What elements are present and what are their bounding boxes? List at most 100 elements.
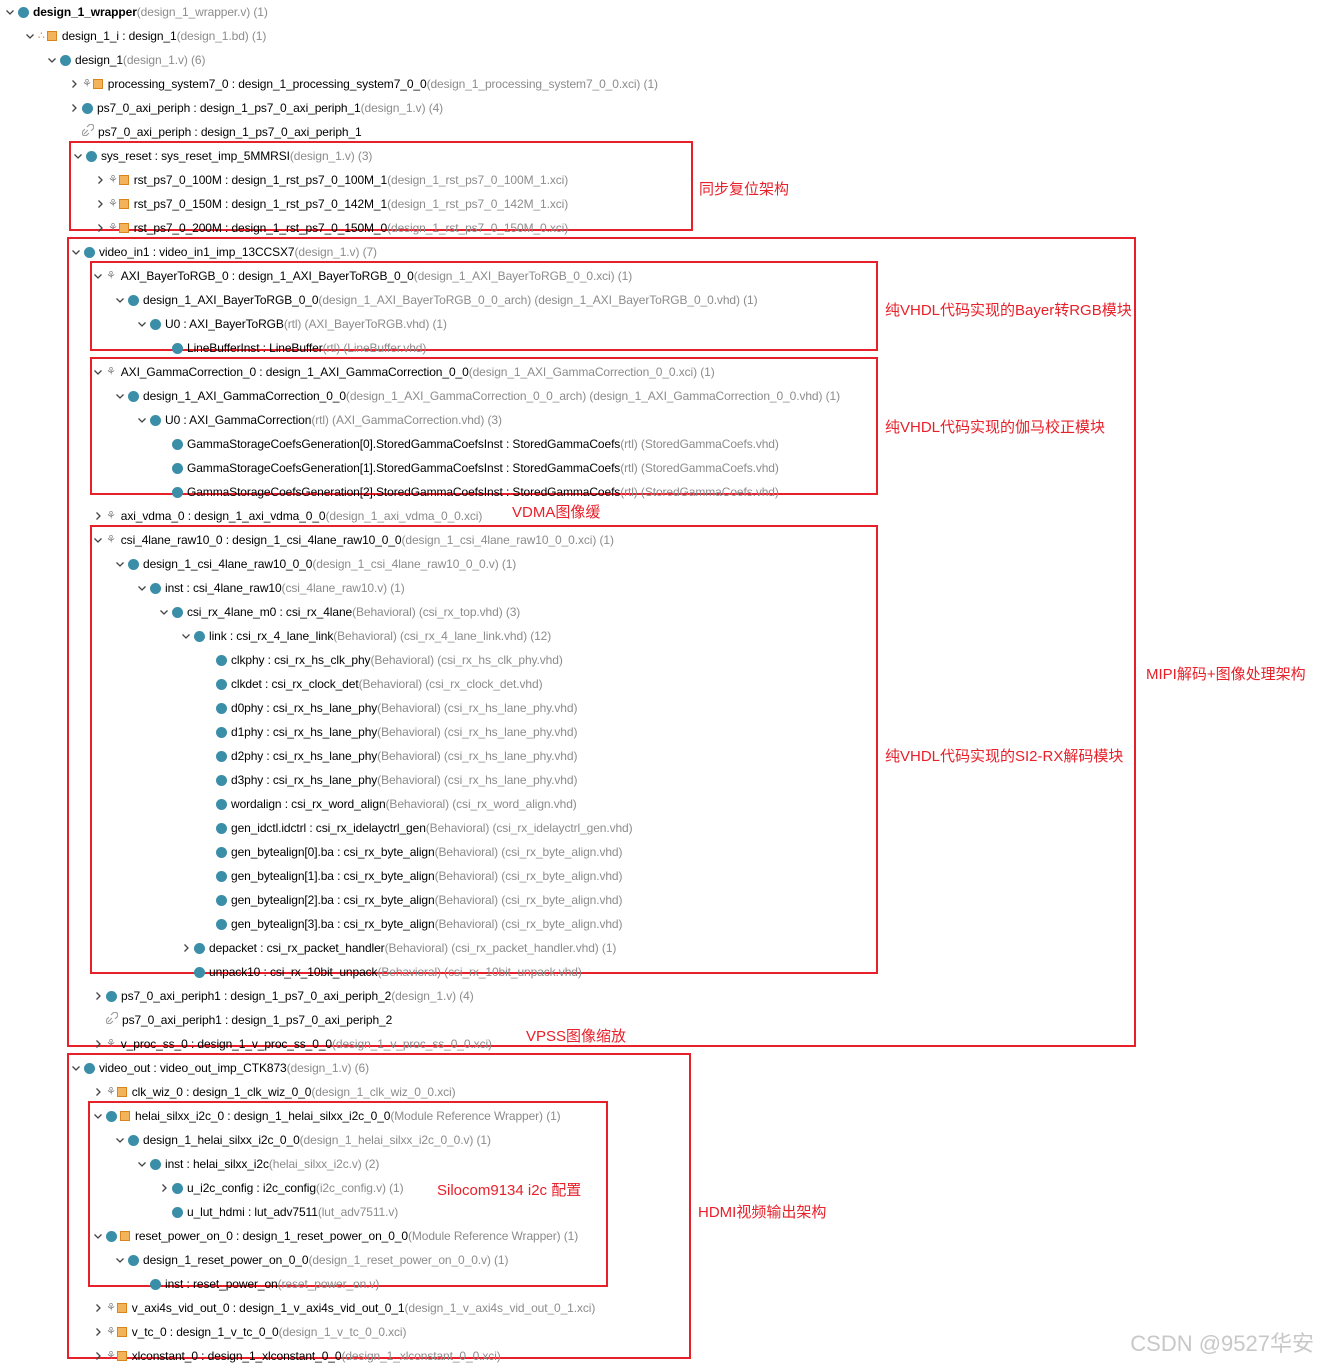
tree-row[interactable]: wordalign : csi_rx_word_align(Behavioral… bbox=[202, 792, 577, 816]
tree-row[interactable]: GammaStorageCoefsGeneration[0].StoredGam… bbox=[158, 432, 779, 456]
tree-row[interactable]: ⚘v_proc_ss_0 : design_1_v_proc_ss_0_0 (d… bbox=[92, 1032, 492, 1056]
chevron-down-icon[interactable] bbox=[70, 240, 82, 264]
chevron-down-icon[interactable] bbox=[46, 48, 58, 72]
tree-row[interactable]: inst : csi_4lane_raw10 (csi_4lane_raw10.… bbox=[136, 576, 405, 600]
node-icon bbox=[60, 54, 71, 66]
node-meta: (design_1.v) (6) bbox=[122, 53, 206, 67]
chevron-down-icon[interactable] bbox=[92, 264, 104, 288]
tree-row[interactable]: unpack10 : csi_rx_10bit_unpack(Behaviora… bbox=[180, 960, 582, 984]
tree-row[interactable]: link : csi_rx_4_lane_link(Behavioral) (c… bbox=[180, 624, 551, 648]
tree-row[interactable]: ∴design_1_i : design_1 (design_1.bd) (1) bbox=[24, 24, 266, 48]
tree-row[interactable]: U0 : AXI_GammaCorrection(rtl) (AXI_Gamma… bbox=[136, 408, 502, 432]
tree-row[interactable]: ps7_0_axi_periph1 : design_1_ps7_0_axi_p… bbox=[92, 1008, 392, 1032]
tree-row[interactable]: LineBufferInst : LineBuffer(rtl) (LineBu… bbox=[158, 336, 426, 360]
tree-row[interactable]: csi_rx_4lane_m0 : csi_rx_4lane(Behaviora… bbox=[158, 600, 520, 624]
chevron-down-icon[interactable] bbox=[114, 288, 126, 312]
tree-row[interactable]: ⚘rst_ps7_0_150M : design_1_rst_ps7_0_142… bbox=[94, 192, 568, 216]
tree-row[interactable]: reset_power_on_0 : design_1_reset_power_… bbox=[92, 1224, 578, 1248]
tree-row[interactable]: design_1 (design_1.v) (6) bbox=[46, 48, 205, 72]
tree-row[interactable]: ⚘csi_4lane_raw10_0 : design_1_csi_4lane_… bbox=[92, 528, 614, 552]
chevron-down-icon[interactable] bbox=[136, 312, 148, 336]
chevron-right-icon[interactable] bbox=[92, 1032, 104, 1056]
tree-row[interactable]: u_lut_hdmi : lut_adv7511 (lut_adv7511.v) bbox=[158, 1200, 398, 1224]
tree-row[interactable]: ⚘rst_ps7_0_100M : design_1_rst_ps7_0_100… bbox=[94, 168, 568, 192]
tree-row[interactable]: gen_bytealign[2].ba : csi_rx_byte_align(… bbox=[202, 888, 623, 912]
tree-row[interactable]: ps7_0_axi_periph : design_1_ps7_0_axi_pe… bbox=[68, 120, 362, 144]
chevron-down-icon[interactable] bbox=[114, 1248, 126, 1272]
tree-row[interactable]: design_1_AXI_BayerToRGB_0_0(design_1_AXI… bbox=[114, 288, 758, 312]
tree-row[interactable]: ⚘AXI_GammaCorrection_0 : design_1_AXI_Ga… bbox=[92, 360, 715, 384]
tree-row[interactable]: gen_idctl.idctrl : csi_rx_idelayctrl_gen… bbox=[202, 816, 633, 840]
chevron-down-icon[interactable] bbox=[24, 24, 36, 48]
tree-row[interactable]: d2phy : csi_rx_hs_lane_phy(Behavioral) (… bbox=[202, 744, 577, 768]
tree-row[interactable]: design_1_helai_silxx_i2c_0_0 (design_1_h… bbox=[114, 1128, 491, 1152]
tree-row[interactable]: u_i2c_config : i2c_config (i2c_config.v)… bbox=[158, 1176, 404, 1200]
chevron-down-icon[interactable] bbox=[72, 144, 84, 168]
node-meta: (Behavioral) (csi_rx_hs_clk_phy.vhd) bbox=[370, 653, 563, 667]
tree-row[interactable]: video_out : video_out_imp_CTK873 (design… bbox=[70, 1056, 369, 1080]
chevron-down-icon[interactable] bbox=[4, 0, 16, 24]
chevron-down-icon[interactable] bbox=[136, 1152, 148, 1176]
chevron-right-icon[interactable] bbox=[94, 192, 106, 216]
chevron-right-icon[interactable] bbox=[92, 1344, 104, 1368]
tree-row[interactable]: inst : helai_silxx_i2c (helai_silxx_i2c.… bbox=[136, 1152, 379, 1176]
tree-row[interactable]: GammaStorageCoefsGeneration[2].StoredGam… bbox=[158, 480, 779, 504]
tree-row[interactable]: ⚘AXI_BayerToRGB_0 : design_1_AXI_BayerTo… bbox=[92, 264, 632, 288]
chevron-down-icon[interactable] bbox=[136, 408, 148, 432]
chevron-right-icon[interactable] bbox=[158, 1176, 170, 1200]
chevron-down-icon[interactable] bbox=[92, 1224, 104, 1248]
chevron-down-icon[interactable] bbox=[70, 1056, 82, 1080]
tree-row[interactable]: helai_silxx_i2c_0 : design_1_helai_silxx… bbox=[92, 1104, 561, 1128]
chevron-right-icon[interactable] bbox=[68, 96, 80, 120]
tree-row[interactable]: sys_reset : sys_reset_imp_5MMRSI (design… bbox=[72, 144, 372, 168]
chevron-down-icon[interactable] bbox=[114, 552, 126, 576]
chevron-down-icon[interactable] bbox=[92, 1104, 104, 1128]
tree-row[interactable]: design_1_wrapper (design_1_wrapper.v) (1… bbox=[4, 0, 268, 24]
node-name: link : csi_rx_4_lane_link bbox=[209, 629, 334, 643]
tree-row[interactable]: inst : reset_power_on (reset_power_on.v) bbox=[136, 1272, 379, 1296]
tree-row[interactable]: ⚘rst_ps7_0_200M : design_1_rst_ps7_0_150… bbox=[94, 216, 568, 240]
tree-row[interactable]: GammaStorageCoefsGeneration[1].StoredGam… bbox=[158, 456, 779, 480]
tree-row[interactable]: d1phy : csi_rx_hs_lane_phy(Behavioral) (… bbox=[202, 720, 577, 744]
tree-row[interactable]: design_1_reset_power_on_0_0 (design_1_re… bbox=[114, 1248, 509, 1272]
chevron-right-icon[interactable] bbox=[92, 1080, 104, 1104]
tree-row[interactable]: ⚘xlconstant_0 : design_1_xlconstant_0_0 … bbox=[92, 1344, 501, 1368]
tree-row[interactable]: video_in1 : video_in1_imp_13CCSX7 (desig… bbox=[70, 240, 377, 264]
chevron-down-icon[interactable] bbox=[92, 528, 104, 552]
tree-row[interactable]: gen_bytealign[0].ba : csi_rx_byte_align(… bbox=[202, 840, 623, 864]
module-icon bbox=[194, 966, 205, 978]
tree-row[interactable]: ⚘axi_vdma_0 : design_1_axi_vdma_0_0 (des… bbox=[92, 504, 482, 528]
tree-row[interactable]: ps7_0_axi_periph1 : design_1_ps7_0_axi_p… bbox=[92, 984, 474, 1008]
chevron-down-icon[interactable] bbox=[92, 360, 104, 384]
chevron-right-icon[interactable] bbox=[180, 936, 192, 960]
tree-row[interactable]: U0 : AXI_BayerToRGB(rtl) (AXI_BayerToRGB… bbox=[136, 312, 447, 336]
tree-row[interactable]: design_1_csi_4lane_raw10_0_0 (design_1_c… bbox=[114, 552, 516, 576]
tree-row[interactable]: d3phy : csi_rx_hs_lane_phy(Behavioral) (… bbox=[202, 768, 577, 792]
chevron-right-icon[interactable] bbox=[92, 504, 104, 528]
chevron-down-icon[interactable] bbox=[180, 624, 192, 648]
chevron-right-icon[interactable] bbox=[92, 1320, 104, 1344]
tree-row[interactable]: ⚘processing_system7_0 : design_1_process… bbox=[68, 72, 658, 96]
chevron-right-icon[interactable] bbox=[92, 984, 104, 1008]
chevron-right-icon[interactable] bbox=[68, 72, 80, 96]
tree-row[interactable]: ⚘clk_wiz_0 : design_1_clk_wiz_0_0 (desig… bbox=[92, 1080, 456, 1104]
tree-row[interactable]: design_1_AXI_GammaCorrection_0_0(design_… bbox=[114, 384, 840, 408]
tree-row[interactable]: gen_bytealign[1].ba : csi_rx_byte_align(… bbox=[202, 864, 623, 888]
module-icon bbox=[216, 726, 227, 738]
tree-row[interactable]: d0phy : csi_rx_hs_lane_phy(Behavioral) (… bbox=[202, 696, 577, 720]
tree-row[interactable]: ⚘v_tc_0 : design_1_v_tc_0_0 (design_1_v_… bbox=[92, 1320, 406, 1344]
tree-row[interactable]: clkdet : csi_rx_clock_det(Behavioral) (c… bbox=[202, 672, 543, 696]
chevron-down-icon[interactable] bbox=[158, 600, 170, 624]
chevron-right-icon[interactable] bbox=[94, 216, 106, 240]
chevron-right-icon[interactable] bbox=[94, 168, 106, 192]
chevron-down-icon[interactable] bbox=[114, 384, 126, 408]
chevron-spacer bbox=[202, 648, 214, 672]
tree-row[interactable]: gen_bytealign[3].ba : csi_rx_byte_align(… bbox=[202, 912, 623, 936]
chevron-down-icon[interactable] bbox=[136, 576, 148, 600]
tree-row[interactable]: depacket : csi_rx_packet_handler(Behavio… bbox=[180, 936, 616, 960]
chevron-down-icon[interactable] bbox=[114, 1128, 126, 1152]
chevron-right-icon[interactable] bbox=[92, 1296, 104, 1320]
tree-row[interactable]: ⚘v_axi4s_vid_out_0 : design_1_v_axi4s_vi… bbox=[92, 1296, 595, 1320]
tree-row[interactable]: clkphy : csi_rx_hs_clk_phy(Behavioral) (… bbox=[202, 648, 563, 672]
tree-row[interactable]: ps7_0_axi_periph : design_1_ps7_0_axi_pe… bbox=[68, 96, 443, 120]
